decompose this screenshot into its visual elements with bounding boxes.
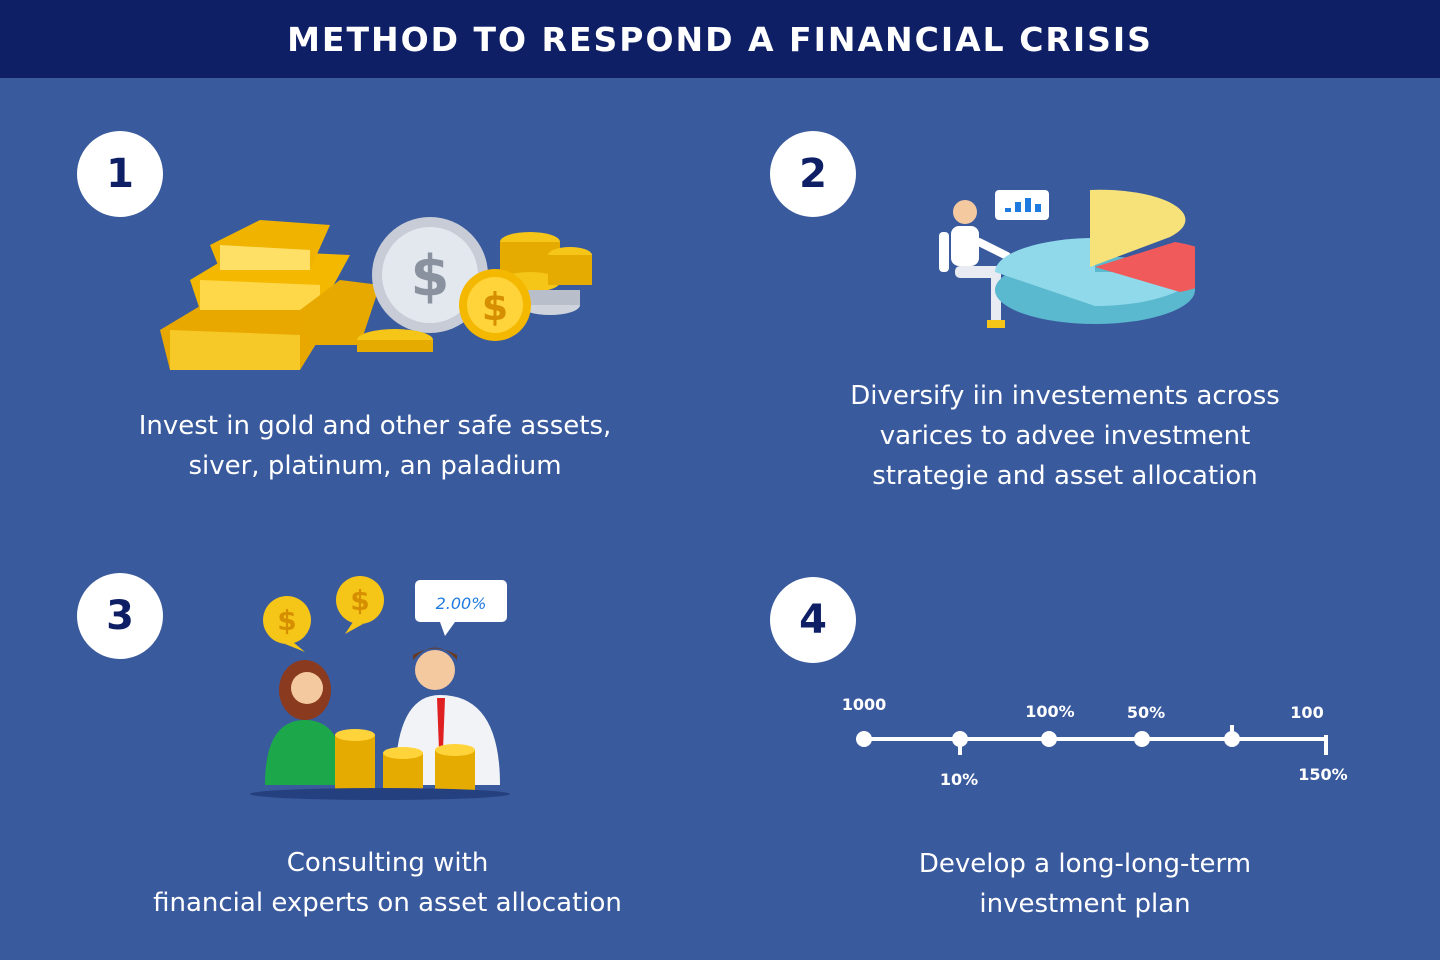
timeline-point	[1224, 731, 1240, 747]
step-4-badge: 4	[770, 577, 856, 663]
timeline-point	[1134, 731, 1150, 747]
pie-chart-person-illustration	[939, 189, 1195, 328]
silver-dollar-coin-icon: $	[372, 217, 488, 333]
step-1-caption: Invest in gold and other safe assets, si…	[100, 406, 650, 486]
step-1-badge: 1	[77, 131, 163, 217]
step-2-line-3: strategie and asset allocation	[872, 461, 1258, 491]
step-1-line-2: siver, platinum, an paladium	[188, 451, 562, 481]
step-2-caption: Diversify iin investements across varice…	[790, 376, 1340, 496]
timeline-label-150pct: 150%	[1298, 765, 1348, 784]
step-3-line-2: financial experts on asset allocation	[153, 888, 622, 918]
step-3-caption: Consulting with financial experts on ass…	[110, 843, 665, 923]
step-4-caption: Develop a long-long-term investment plan	[810, 844, 1360, 924]
page-title: METHOD TO RESPOND A FINANCIAL CRISIS	[287, 19, 1153, 59]
timeline-point	[952, 731, 968, 747]
timeline-label-50pct: 50%	[1126, 703, 1166, 722]
timeline-label-1000: 1000	[841, 695, 887, 714]
chart-bubble-icon	[995, 190, 1049, 220]
person-icon	[939, 200, 1011, 328]
timeline-label-100: 100	[1290, 703, 1324, 722]
percentage-speech-bubble	[415, 580, 507, 636]
gold-bars-coins-illustration: $ $	[160, 217, 592, 370]
financial-consultation-illustration: $ $	[250, 576, 510, 800]
step-4-line-2: investment plan	[979, 889, 1191, 919]
step-1-number: 1	[106, 151, 134, 197]
timeline-graphic	[856, 725, 1328, 755]
step-2-number: 2	[799, 151, 827, 197]
svg-text:$: $	[482, 285, 508, 329]
timeline-label-100pct: 100%	[1025, 702, 1075, 721]
timeline-point	[856, 731, 872, 747]
svg-text:$: $	[350, 584, 369, 617]
dollar-coin-bubble-icon: $	[263, 596, 311, 652]
svg-text:$: $	[277, 604, 296, 637]
pie-chart-icon	[995, 189, 1195, 324]
gold-dollar-coin-icon: $	[459, 269, 531, 341]
step-2-line-1: Diversify iin investements across	[850, 381, 1280, 411]
step-4-number: 4	[799, 597, 827, 643]
step-3-number: 3	[106, 593, 134, 639]
dollar-coin-bubble-icon: $	[336, 576, 384, 634]
timeline-label-10pct: 10%	[939, 770, 979, 789]
timeline-point	[1041, 731, 1057, 747]
step-4-line-1: Develop a long-long-term	[918, 849, 1252, 879]
gold-bars-icon	[160, 220, 380, 370]
step-3-badge: 3	[77, 573, 163, 659]
svg-text:$: $	[411, 244, 450, 309]
coin-stacks-icon	[335, 729, 475, 790]
step-3-line-1: Consulting with	[286, 848, 489, 878]
step-2-badge: 2	[770, 131, 856, 217]
woman-icon	[265, 660, 345, 785]
gold-coin-stack-icon	[500, 232, 592, 315]
step-2-line-2: varices to advee investment	[879, 421, 1251, 451]
percentage-bubble-text: 2.00%	[435, 594, 487, 613]
step-1-line-1: Invest in gold and other safe assets,	[138, 411, 612, 441]
header-bar: METHOD TO RESPOND A FINANCIAL CRISIS	[0, 0, 1440, 78]
